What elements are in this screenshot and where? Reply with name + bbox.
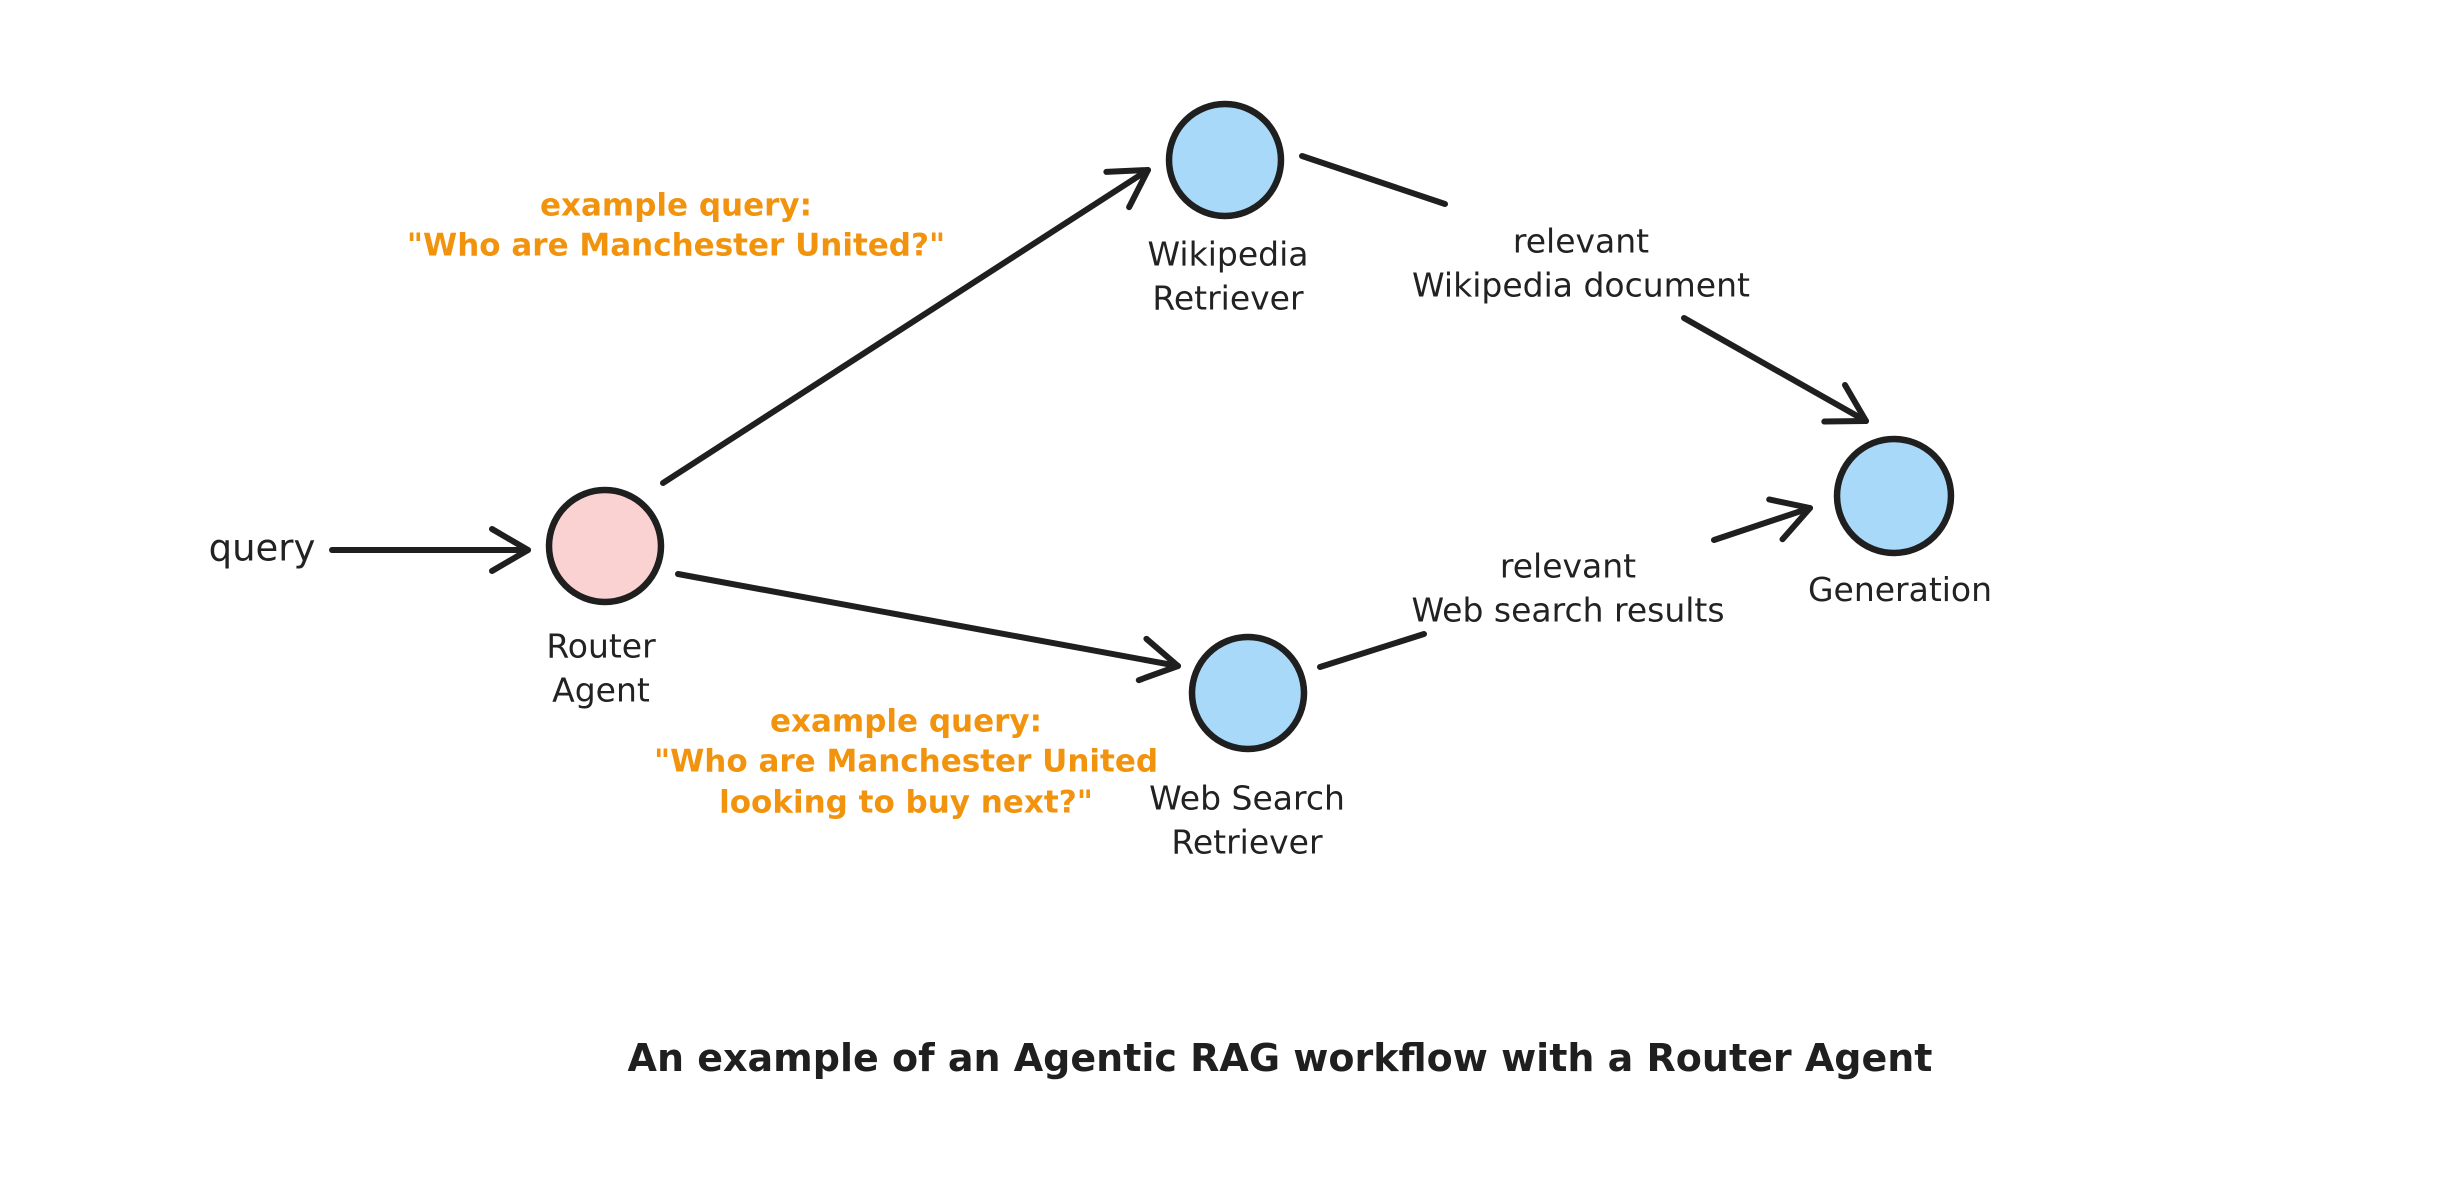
diagram-caption: An example of an Agentic RAG workflow wi…	[627, 1036, 1933, 1080]
web-search-retriever-label-line2: Retriever	[1171, 822, 1323, 861]
generation-node	[1833, 435, 1955, 557]
wikipedia-retriever-label-line1: Wikipedia	[1147, 234, 1309, 274]
wikipedia-example-query-line2: "Who are Manchester United?"	[406, 228, 946, 264]
relevant-wikipedia-document-line2: Wikipedia document	[1412, 265, 1750, 304]
wikipedia-example-query-line1: example query:	[539, 187, 813, 224]
web-example-query-annotation: example query: "Who are Manchester Unite…	[654, 702, 1158, 823]
router-agent-label: Router Agent	[546, 624, 655, 711]
router-agent-label-line2: Agent	[552, 670, 650, 709]
web-search-retriever-node	[1188, 633, 1308, 753]
wikipedia-example-query-annotation: example query: "Who are Manchester Unite…	[407, 186, 945, 267]
edge-label-to-generation-bottom	[1711, 496, 1813, 543]
relevant-wikipedia-document-label: relevant Wikipedia document	[1412, 219, 1750, 306]
relevant-wikipedia-document-line1: relevant	[1512, 221, 1650, 261]
web-example-query-line2: "Who are Manchester United	[653, 743, 1159, 780]
edge-wikipedia-to-label	[1299, 153, 1448, 207]
edge-web-search-to-label	[1317, 631, 1427, 670]
edge-router-to-web-search	[675, 571, 1181, 684]
wikipedia-retriever-node	[1165, 100, 1285, 220]
edge-label-to-generation-top	[1681, 315, 1869, 425]
router-agent-label-line1: Router	[546, 626, 656, 666]
edge-router-to-wikipedia	[660, 167, 1151, 486]
web-search-retriever-label-line1: Web Search	[1149, 778, 1345, 818]
web-search-retriever-label: Web Search Retriever	[1149, 776, 1345, 863]
relevant-web-search-results-line1: relevant	[1499, 546, 1637, 586]
relevant-web-search-results-line2: Web search results	[1411, 590, 1725, 629]
wikipedia-retriever-label-line2: Retriever	[1152, 278, 1304, 317]
router-agent-node	[545, 486, 665, 606]
generation-label: Generation	[1807, 570, 1993, 610]
wikipedia-retriever-label: Wikipedia Retriever	[1148, 232, 1309, 319]
web-example-query-line3: looking to buy next?"	[719, 784, 1093, 821]
relevant-web-search-results-label: relevant Web search results	[1411, 544, 1724, 631]
web-example-query-line1: example query:	[769, 703, 1043, 740]
query-label: query	[208, 526, 316, 570]
